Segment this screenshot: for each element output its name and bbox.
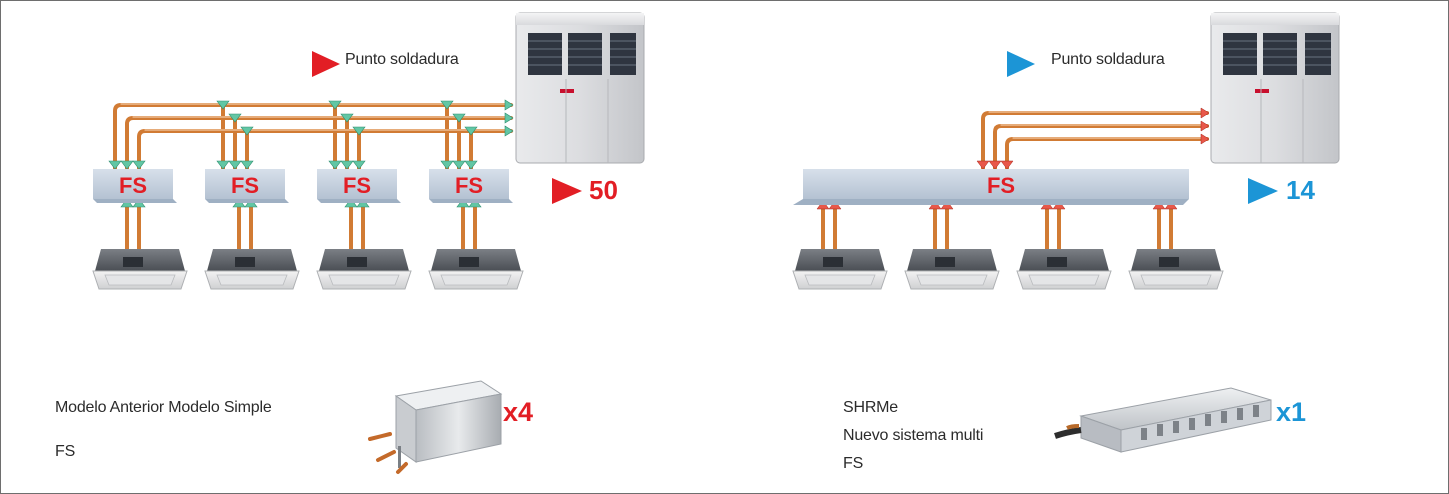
model-caption-line2: FS <box>55 443 76 460</box>
cassette-unit-icon <box>1016 248 1112 290</box>
unit-multiplier: x4 <box>503 397 534 427</box>
cassette-unit-icon <box>904 248 1000 290</box>
fs-multi-box-label: FS <box>986 173 1016 198</box>
branch-box-icon <box>93 169 177 203</box>
model-caption-line1: Modelo Anterior Modelo Simple <box>55 399 272 416</box>
outdoor-unit-icon <box>1210 12 1340 164</box>
cassette-unit-icon <box>316 248 412 290</box>
weld-point-legend-label: Punto soldadura <box>345 51 459 68</box>
count-arrow-icon <box>1248 178 1278 204</box>
weld-point-count: 14 <box>1286 175 1315 205</box>
fs-box-label: FS <box>342 173 372 198</box>
fs-boxes-left <box>93 169 513 203</box>
branch-box-icon <box>205 169 289 203</box>
cassette-unit-icon <box>792 248 888 290</box>
fs-box-label: FS <box>454 173 484 198</box>
cassette-unit-icon <box>92 249 188 290</box>
count-arrow-icon <box>552 178 582 204</box>
branch-box-product-icon <box>368 380 503 474</box>
weld-point-legend-label: Punto soldadura <box>1051 51 1165 68</box>
weld-point-arrow-icon <box>1007 51 1035 77</box>
fs-box-label: FS <box>118 173 148 198</box>
weld-point-arrow-icon <box>312 51 340 77</box>
cassette-unit-icon <box>204 248 300 290</box>
model-caption-line1: SHRMe <box>843 399 899 416</box>
unit-multiplier: x1 <box>1276 397 1307 427</box>
outdoor-unit-icon <box>515 12 645 164</box>
multi-branch-box-product-icon <box>1054 387 1272 453</box>
cassette-unit-icon <box>1128 248 1224 290</box>
model-caption-line3: FS <box>843 455 864 472</box>
branch-box-icon <box>317 169 401 203</box>
model-caption-line2: Nuevo sistema multi <box>843 427 984 444</box>
fs-box-label: FS <box>230 173 260 198</box>
branch-box-icon <box>429 169 513 203</box>
weld-point-count: 50 <box>589 175 618 205</box>
weld-points-left <box>108 99 514 208</box>
cassette-unit-icon <box>428 248 524 290</box>
multi-branch-box-icon <box>793 169 1189 205</box>
